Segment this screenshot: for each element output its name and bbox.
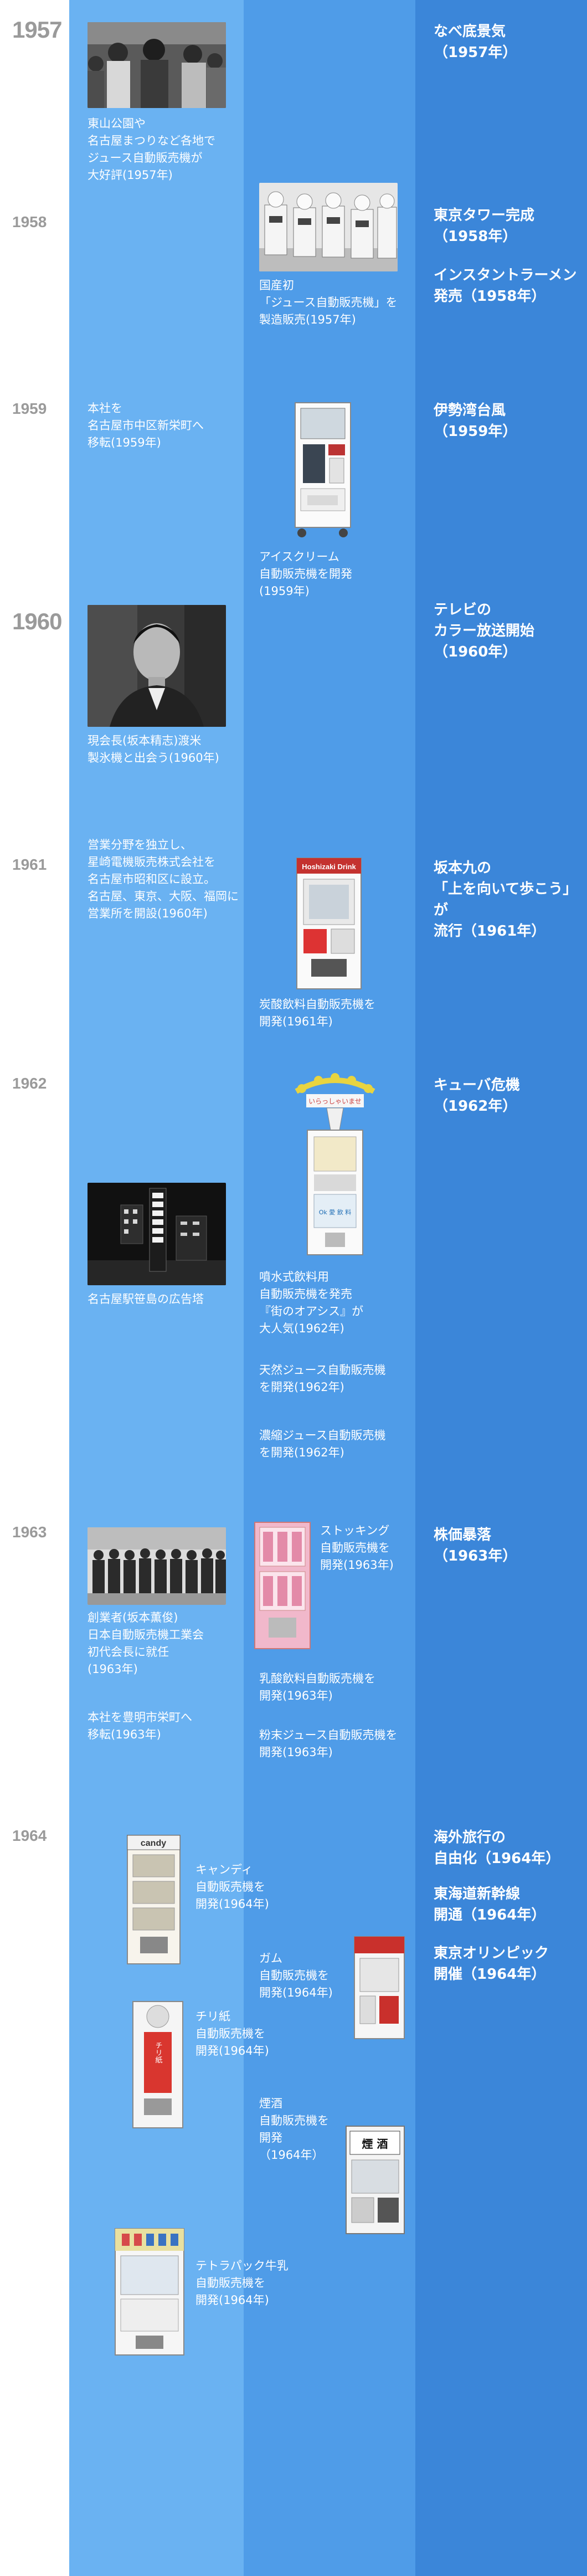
product-text: 天然ジュース自動販売機 を開発(1962年): [259, 1363, 386, 1394]
product-text: キャンディ 自動販売機を 開発(1964年): [195, 1863, 269, 1911]
product-text: 国産初 「ジュース自動販売機」を 製造販売(1957年): [259, 279, 398, 326]
ice-cream-machine-photo: [291, 400, 354, 541]
company-column: [69, 0, 244, 2576]
company-text: 創業者(坂本薫俊) 日本自動販売機工業会 初代会長に就任 (1963年): [87, 1611, 204, 1676]
fountain-machine-photo: いらっしゃいませ Ok 愛 飲 料: [285, 1064, 385, 1262]
ad-tower-photo: [87, 1183, 226, 1285]
machine-sign: いらっしゃいませ: [308, 1097, 362, 1105]
product-text: 乳酸飲料自動販売機を 開発(1963年): [259, 1672, 375, 1702]
company-text: 現会長(坂本精志)渡米 製氷機と出会う(1960年): [87, 734, 219, 764]
product-text: 炭酸飲料自動販売機を 開発(1961年): [259, 998, 375, 1028]
year-label: 1957: [12, 17, 62, 43]
company-text: 本社を 名古屋市中区新栄町へ 移転(1959年): [87, 402, 204, 449]
product-text: 粉末ジュース自動販売機を 開発(1963年): [259, 1728, 398, 1759]
event-text: 海外旅行の 自由化（1964年）: [434, 1829, 560, 1867]
event-text: 東京オリンピック 開催（1964年）: [434, 1945, 549, 1983]
event-text: 株価暴落 （1963年）: [434, 1527, 517, 1564]
year-label: 1959: [12, 400, 47, 417]
event-text: 伊勢湾台風 （1959年）: [434, 402, 517, 440]
year-label: 1964: [12, 1827, 47, 1844]
product-text: 煙酒 自動販売機を 開発 （1964年）: [259, 2097, 329, 2162]
tobacco-liquor-machine-photo: 煙 酒: [343, 2125, 407, 2235]
product-text: ガム 自動販売機を 開発(1964年): [259, 1952, 333, 1999]
tetrapak-milk-machine-photo: [111, 2227, 188, 2357]
machine-sign: Hoshizaki Drink: [302, 863, 356, 871]
product-text: 濃縮ジュース自動販売機 を開発(1962年): [259, 1429, 386, 1459]
event-text: なべ底景気 （1957年）: [434, 23, 517, 61]
year-label: 1960: [12, 608, 62, 634]
company-text: 東山公園や 名古屋まつりなど各地で ジュース自動販売機が 大好評(1957年): [87, 117, 215, 182]
company-text: 名古屋駅笹島の広告塔: [87, 1292, 204, 1306]
gum-machine-photo: [352, 1935, 407, 2040]
tissue-machine-photo: チリ紙: [130, 2000, 186, 2130]
product-text: ストッキング 自動販売機を 開発(1963年): [320, 1524, 394, 1572]
product-text: チリ紙 自動販売機を 開発(1964年): [195, 2010, 269, 2057]
group-photo: [87, 1527, 226, 1605]
machine-sign: チリ紙: [154, 2042, 163, 2064]
product-text: テトラパック牛乳 自動販売機を 開発(1964年): [195, 2259, 289, 2307]
machine-sign: 煙 酒: [362, 2137, 388, 2151]
juice-machines-photo: [259, 183, 398, 271]
portrait-photo: [87, 605, 226, 727]
soda-machine-photo: Hoshizaki Drink: [294, 856, 364, 992]
company-text: 本社を豊明市栄町へ 移転(1963年): [87, 1711, 192, 1741]
candy-machine-photo: candy: [125, 1834, 183, 1967]
year-label: 1963: [12, 1523, 47, 1541]
year-label: 1961: [12, 856, 47, 873]
event-text: 坂本九の 「上を向いて歩こう」が 流行（1961年）: [434, 860, 578, 940]
product-text: アイスクリーム 自動販売機を開発 (1959年): [259, 550, 352, 598]
crowd-photo: [87, 22, 226, 108]
year-label: 1958: [12, 213, 47, 230]
product-text: 噴水式飲料用 自動販売機を発売 『街のオアシス』が 大人気(1962年): [259, 1270, 364, 1335]
event-text: 東海道新幹線 開通（1964年）: [434, 1886, 546, 1923]
event-text: キューバ危機 （1962年）: [434, 1077, 520, 1115]
event-text: インスタントラーメン 発売（1958年）: [434, 267, 577, 305]
machine-sign: Ok 愛 飲 料: [319, 1208, 352, 1216]
year-label: 1962: [12, 1075, 47, 1092]
event-text: 東京タワー完成 （1958年）: [434, 207, 535, 245]
stocking-machine-photo: [252, 1521, 313, 1651]
events-column: [415, 0, 587, 2576]
event-text: テレビの カラー放送開始 （1960年）: [434, 602, 535, 660]
company-text: 営業分野を独立し、 星崎電機販売株式会社を 名古屋市昭和区に設立。 名古屋、東京…: [87, 838, 239, 920]
machine-sign: candy: [141, 1839, 166, 1848]
